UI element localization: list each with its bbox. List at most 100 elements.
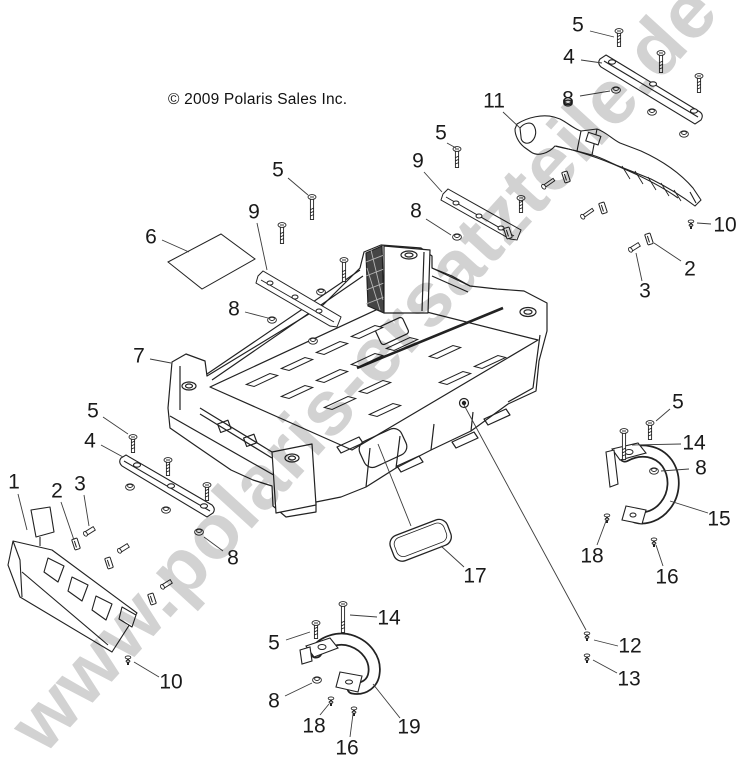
deck-slot bbox=[384, 336, 420, 352]
callout-label-18: 18 bbox=[580, 545, 603, 568]
callout-label-12: 12 bbox=[618, 635, 641, 658]
part-9-brace-strip-right bbox=[440, 188, 522, 241]
push-pin-icon bbox=[350, 706, 358, 716]
leader-line bbox=[284, 682, 313, 697]
deck-slot-pattern bbox=[244, 324, 508, 418]
rivet-icon bbox=[117, 543, 130, 554]
clip-icon bbox=[71, 537, 81, 551]
callout-label-3: 3 bbox=[639, 280, 651, 303]
screw-icon bbox=[541, 177, 556, 190]
leader-line bbox=[100, 444, 124, 458]
deck-slot bbox=[349, 352, 385, 368]
leader-line bbox=[660, 468, 690, 472]
leader-line bbox=[244, 311, 269, 319]
screw-icon bbox=[202, 482, 212, 501]
part-4-support-bar-left bbox=[119, 454, 215, 518]
leader-line bbox=[133, 661, 160, 678]
nut-icon bbox=[563, 99, 573, 107]
callout-label-16: 16 bbox=[655, 566, 678, 589]
push-pin-icon bbox=[687, 219, 695, 229]
callout-label-8: 8 bbox=[562, 88, 574, 111]
part-19-hook-bracket-bottom bbox=[299, 632, 381, 695]
callout-label-10: 10 bbox=[159, 671, 182, 694]
fasteners-layer bbox=[71, 28, 704, 716]
nut-icon bbox=[267, 316, 277, 324]
leader-line bbox=[592, 659, 618, 674]
copyright-text: © 2009 Polaris Sales Inc. bbox=[168, 91, 347, 108]
callout-label-8: 8 bbox=[228, 298, 240, 321]
deck-slot bbox=[367, 402, 403, 418]
callout-label-2: 2 bbox=[684, 258, 696, 281]
deck-slot bbox=[357, 379, 393, 395]
deck-slot bbox=[279, 384, 315, 400]
deck-slot bbox=[314, 340, 350, 356]
leader-line bbox=[102, 416, 129, 435]
part-1-vented-panel bbox=[7, 506, 138, 653]
leader-line bbox=[596, 520, 607, 546]
push-pin-icon bbox=[603, 513, 611, 523]
screw-icon bbox=[516, 195, 526, 213]
deck-slot bbox=[314, 368, 350, 384]
leader-line bbox=[502, 111, 521, 129]
callout-label-9: 9 bbox=[412, 150, 424, 173]
deck-slot bbox=[322, 395, 358, 411]
callout-label-1: 1 bbox=[8, 471, 20, 494]
screw-icon bbox=[163, 457, 173, 476]
deck-slot bbox=[472, 354, 508, 370]
leader-line bbox=[446, 142, 457, 149]
callout-label-8: 8 bbox=[227, 547, 239, 570]
leader-line bbox=[669, 500, 709, 514]
screw-icon bbox=[338, 601, 348, 633]
callout-label-19: 19 bbox=[397, 716, 420, 739]
leader-line bbox=[463, 404, 587, 631]
callout-label-8: 8 bbox=[695, 457, 707, 480]
screw-icon bbox=[339, 257, 349, 282]
leader-line bbox=[285, 631, 311, 641]
leader-line bbox=[696, 222, 712, 225]
callout-label-18: 18 bbox=[302, 715, 325, 738]
callout-label-5: 5 bbox=[272, 159, 284, 182]
leader-line bbox=[635, 252, 643, 282]
clip-icon bbox=[503, 226, 513, 240]
nut-icon bbox=[649, 467, 659, 475]
screw-icon bbox=[656, 50, 666, 73]
callout-label-5: 5 bbox=[672, 391, 684, 414]
leader-line bbox=[580, 59, 603, 64]
nut-icon bbox=[161, 506, 171, 514]
part-4-support-bar-right bbox=[598, 54, 703, 125]
part-6-decal-outline bbox=[167, 233, 256, 290]
callout-label-11: 11 bbox=[483, 90, 505, 113]
callout-label-5: 5 bbox=[87, 400, 99, 423]
nut-icon bbox=[611, 86, 621, 94]
leader-line bbox=[655, 544, 664, 567]
deck-slot bbox=[349, 324, 385, 340]
leader-line bbox=[655, 408, 671, 422]
callout-label-13: 13 bbox=[617, 668, 640, 691]
callout-label-15: 15 bbox=[707, 508, 730, 531]
nut-icon bbox=[679, 130, 689, 138]
part-17-pad bbox=[389, 518, 452, 562]
callout-label-7: 7 bbox=[133, 345, 145, 368]
screw-icon bbox=[694, 73, 704, 93]
leader-line bbox=[440, 545, 465, 568]
leader-line bbox=[631, 443, 682, 446]
rivet-icon bbox=[160, 579, 173, 590]
callout-label-2: 2 bbox=[51, 480, 63, 503]
screw-icon bbox=[307, 194, 317, 220]
callout-label-5: 5 bbox=[268, 632, 280, 655]
part-11-extension-panel bbox=[514, 115, 702, 207]
leader-line bbox=[372, 683, 401, 719]
callout-label-4: 4 bbox=[563, 46, 575, 69]
leader-line bbox=[83, 494, 90, 527]
leader-line bbox=[203, 536, 224, 552]
leader-line bbox=[593, 639, 619, 647]
leader-line bbox=[256, 222, 268, 271]
leader-line bbox=[319, 703, 330, 716]
screw-icon bbox=[619, 428, 629, 460]
push-pin-icon bbox=[583, 631, 591, 641]
nut-icon bbox=[194, 528, 204, 536]
rivet-icon bbox=[628, 242, 641, 253]
